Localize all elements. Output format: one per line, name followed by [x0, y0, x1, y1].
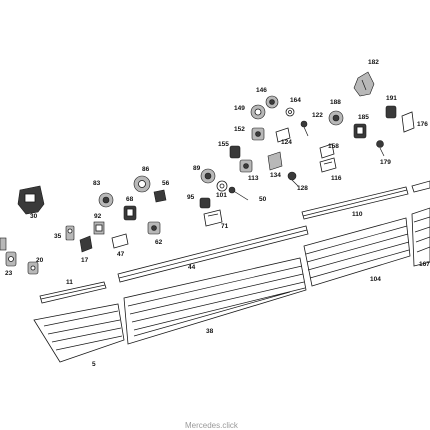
trim-panel-5: [33, 303, 125, 363]
callout-label: 17: [81, 257, 89, 264]
callout-label: 104: [370, 276, 381, 283]
callout-label: 101: [216, 192, 227, 199]
clip-182: [353, 71, 375, 97]
callout-label: 47: [117, 251, 125, 258]
callout-label: 44: [188, 264, 196, 271]
callout-label: 155: [218, 141, 229, 148]
clip-191: [385, 105, 397, 119]
callout-label: 185: [358, 114, 369, 121]
clip-edge-left: [0, 237, 7, 251]
clip-149: [250, 104, 266, 120]
clip-158: [319, 143, 335, 159]
callout-label: 182: [368, 59, 379, 66]
bracket-30: [17, 185, 45, 215]
callout-label: 164: [290, 97, 301, 104]
callout-label: 128: [297, 185, 308, 192]
clip-128: [287, 171, 299, 187]
callout-label: 56: [162, 180, 170, 187]
callout-label: 124: [281, 139, 292, 146]
callout-label: 179: [380, 159, 391, 166]
callout-label: 152: [234, 126, 245, 133]
molding-176-end: [411, 180, 430, 193]
molding-11: [39, 281, 107, 304]
callout-label: 83: [93, 180, 101, 187]
callout-label: 149: [234, 105, 245, 112]
callout-label: 35: [54, 233, 62, 240]
callout-label: 176: [417, 121, 428, 128]
clip-20: [27, 261, 39, 275]
callout-label: 146: [256, 87, 267, 94]
callout-label: 30: [30, 213, 38, 220]
callout-label: 113: [248, 175, 259, 182]
clip-113: [239, 159, 253, 173]
clip-68: [123, 205, 137, 221]
callout-label: 38: [206, 328, 214, 335]
clip-86: [133, 175, 151, 193]
callout-label: 92: [94, 213, 102, 220]
clip-124: [275, 127, 291, 143]
bracket-71: [203, 209, 223, 227]
screw-122: [300, 120, 309, 137]
callout-label: 50: [259, 196, 267, 203]
clip-155: [229, 145, 241, 159]
callout-label: 116: [331, 175, 342, 182]
callout-label: 134: [270, 172, 281, 179]
clip-89: [200, 168, 216, 184]
clip-17: [79, 235, 93, 253]
clip-188: [328, 110, 344, 126]
clip-152: [251, 127, 265, 141]
callout-label: 95: [187, 194, 195, 201]
clip-47: [111, 233, 129, 249]
screw-50: [228, 186, 249, 201]
washer-101: [216, 180, 228, 192]
molding-44: [117, 225, 309, 283]
screw-179: [376, 140, 385, 157]
trim-panel-167: [411, 207, 430, 267]
clip-62: [147, 221, 161, 235]
callout-label: 188: [330, 99, 341, 106]
callout-label: 86: [142, 166, 150, 173]
callout-label: 20: [36, 257, 44, 264]
clip-83: [98, 192, 114, 208]
clip-134: [267, 151, 283, 171]
callout-label: 62: [155, 239, 163, 246]
watermark: Mercedes.click: [185, 421, 239, 430]
callout-label: 191: [386, 95, 397, 102]
callout-label: 122: [312, 112, 323, 119]
clip-92: [93, 221, 105, 235]
callout-label: 5: [92, 361, 96, 368]
callout-label: 68: [126, 196, 134, 203]
clip-95: [199, 197, 211, 209]
molding-110: [301, 186, 409, 220]
clip-146: [265, 95, 279, 109]
callout-label: 167: [419, 261, 430, 268]
washer-164: [285, 107, 295, 117]
callout-label: 110: [352, 211, 363, 218]
callout-label: 71: [221, 223, 229, 230]
clip-23: [5, 251, 17, 267]
callout-label: 89: [193, 165, 201, 172]
trim-panel-104: [303, 217, 411, 287]
callout-label: 23: [5, 270, 13, 277]
callout-label: 158: [328, 143, 339, 150]
clip-35: [65, 225, 75, 241]
clip-176: [401, 111, 415, 133]
clip-56: [153, 189, 167, 203]
clip-185: [353, 123, 367, 139]
clip-116: [319, 157, 337, 173]
trim-panel-38: [123, 257, 307, 345]
callout-label: 11: [66, 279, 73, 286]
